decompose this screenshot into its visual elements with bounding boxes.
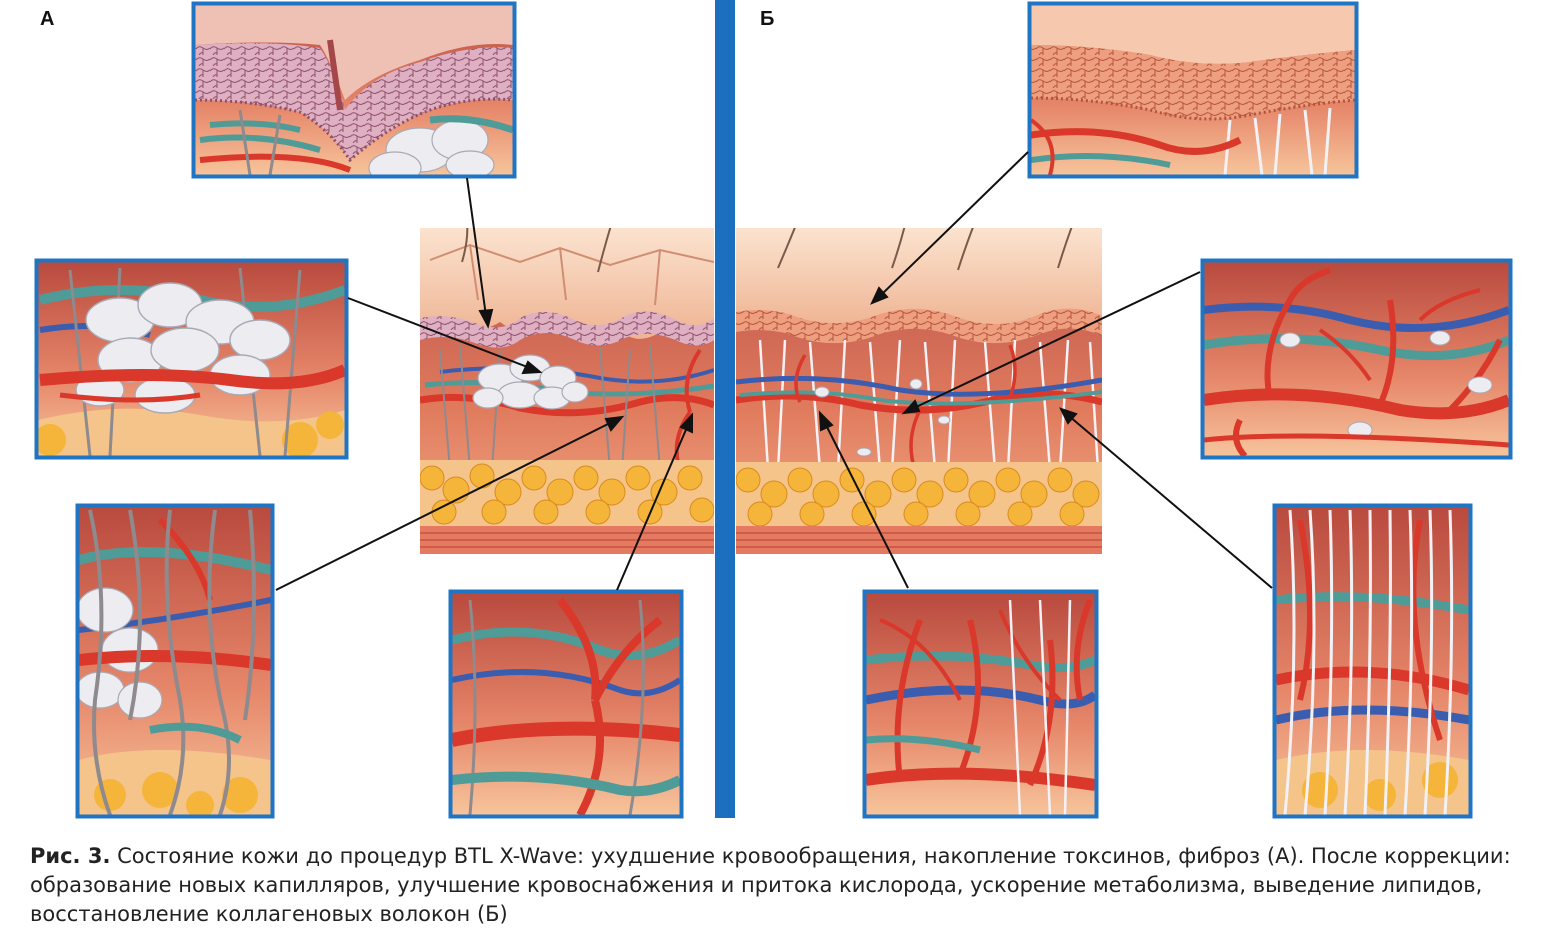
pointer-arrows (275, 151, 1273, 591)
inset-a-wrinkle (191, 1, 517, 179)
inset-b-collagen (1272, 503, 1473, 819)
panel-divider (715, 0, 735, 818)
inset-a-fibrosis (75, 503, 275, 819)
figure-caption: Рис. 3. Состояние кожи до процедур BTL X… (30, 842, 1520, 929)
inset-b-capillaries (1200, 258, 1513, 460)
inset-b-smooth-skin (1027, 1, 1359, 179)
skin-section-before (420, 228, 714, 554)
inset-a-vessels (448, 589, 684, 819)
caption-text: Состояние кожи до процедур BTL X-Wave: у… (30, 844, 1511, 926)
inset-a-toxins (34, 258, 349, 460)
inset-b-blood-supply (862, 589, 1099, 819)
panel-label-a: А (40, 8, 55, 30)
skin-section-after (736, 228, 1102, 554)
skin-diagram (34, 0, 1513, 819)
figure-number: Рис. 3. (30, 844, 111, 868)
panel-label-b: Б (760, 8, 775, 30)
